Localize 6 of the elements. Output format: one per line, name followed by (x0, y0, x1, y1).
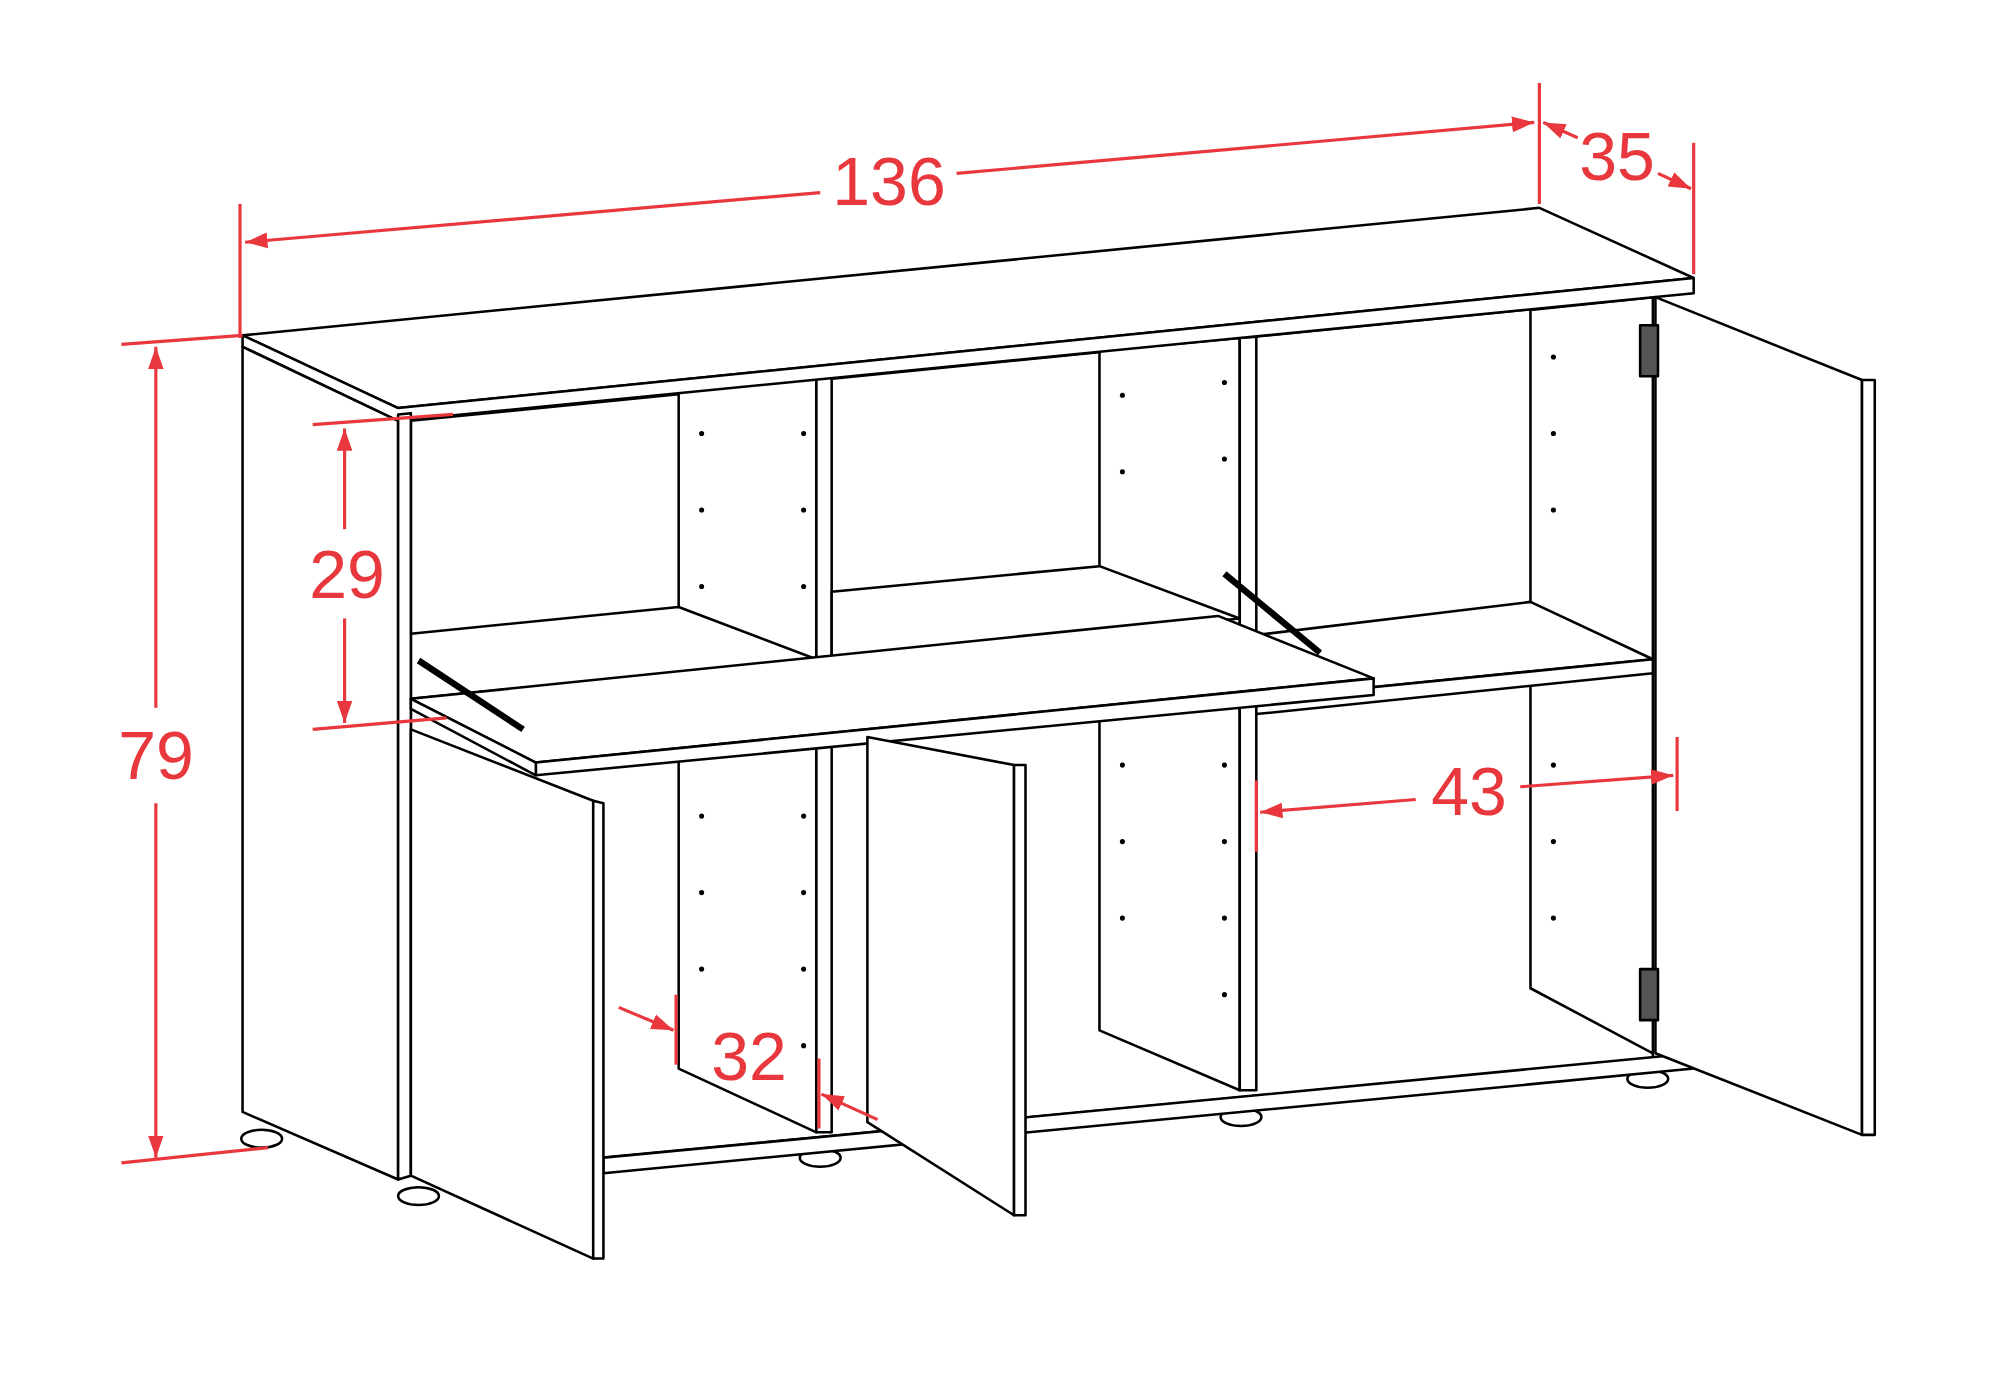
dimension-label: 43 (1431, 757, 1507, 825)
dimension-label: 29 (309, 540, 385, 608)
dimension-label: 136 (832, 147, 946, 215)
dimension-label: 35 (1579, 122, 1655, 190)
dimension-label: 79 (118, 721, 194, 789)
dimension-label: 32 (711, 1022, 787, 1090)
